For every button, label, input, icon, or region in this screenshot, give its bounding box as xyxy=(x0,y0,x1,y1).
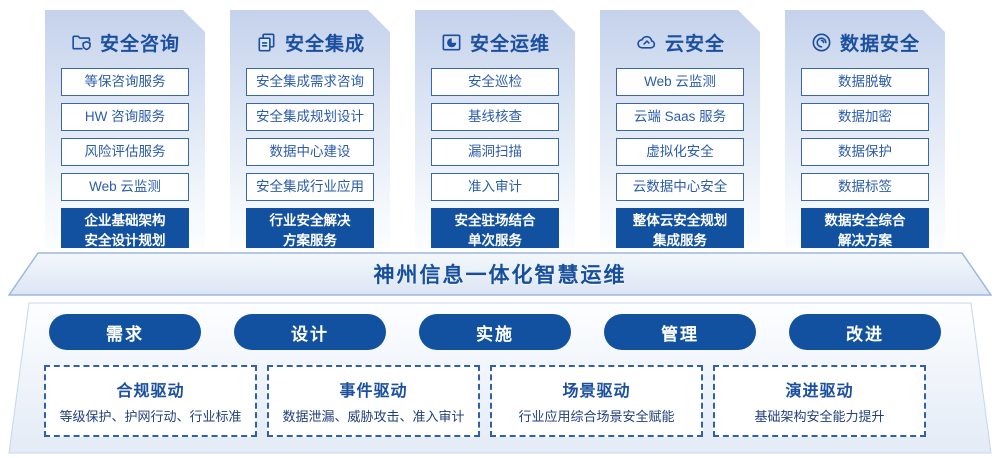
pillar-title: 安全运维 xyxy=(469,33,550,55)
platform-banner: 神州信息一体化智慧运维 xyxy=(7,252,993,296)
pillar-title: 数据安全 xyxy=(839,33,920,55)
driver-desc: 行业应用综合场景安全赋能 xyxy=(518,409,675,424)
driver-desc: 基础架构安全能力提升 xyxy=(754,409,885,424)
service-item: HW 咨询服务 xyxy=(61,103,189,131)
pillar-footer-line: 安全驻场结合 xyxy=(454,213,536,229)
pillar-footer-line: 单次服务 xyxy=(468,233,522,248)
pillar-footer: 企业基础架构 安全设计规划 xyxy=(61,208,189,254)
phase-pill-manage: 管理 xyxy=(604,314,756,350)
phase-pill-design: 设计 xyxy=(234,314,386,350)
phase-pill-implement: 实施 xyxy=(419,314,571,350)
driver-compliance: 合规驱动 等级保护、护网行动、行业标准 xyxy=(44,365,257,437)
phase-pill-requirement: 需求 xyxy=(49,314,201,350)
service-item: 基线核查 xyxy=(431,103,559,131)
service-item: 数据中心建设 xyxy=(246,138,374,166)
platform-banner-title: 神州信息一体化智慧运维 xyxy=(373,264,627,287)
service-item: 云数据中心安全 xyxy=(616,173,744,201)
pillar-security-integration: 安全集成 安全集成需求咨询 安全集成规划设计 数据中心建设 安全集成行业应用 行… xyxy=(230,10,390,248)
folder-chart-icon xyxy=(440,31,463,54)
pillar-footer-line: 方案服务 xyxy=(283,233,337,248)
document-copy-icon xyxy=(255,31,278,54)
pillar-security-consulting: 安全咨询 等保咨询服务 HW 咨询服务 风险评估服务 Web 云监测 企业基础架… xyxy=(45,10,205,248)
service-item: 准入审计 xyxy=(431,173,559,201)
service-item: 安全集成行业应用 xyxy=(246,173,374,201)
driver-desc: 等级保护、护网行动、行业标准 xyxy=(59,409,242,424)
service-item: 数据脱敏 xyxy=(801,68,929,96)
driver-scenario: 场景驱动 行业应用综合场景安全赋能 xyxy=(490,365,703,437)
pillar-footer-line: 行业安全解决 xyxy=(269,213,351,229)
service-item: 数据加密 xyxy=(801,103,929,131)
banner-trapezoid-shape xyxy=(7,252,993,296)
pillar-footer-line: 集成服务 xyxy=(653,233,707,248)
driver-evolution: 演进驱动 基础架构安全能力提升 xyxy=(713,365,926,437)
pillar-footer: 整体云安全规划 集成服务 xyxy=(616,208,744,254)
pillar-footer-line: 企业基础架构 xyxy=(84,213,166,229)
pillar-footer-line: 整体云安全规划 xyxy=(632,213,728,229)
pillar-security-operations: 安全运维 安全巡检 基线核查 漏洞扫描 准入审计 安全驻场结合 单次服务 xyxy=(415,10,575,248)
pillar-header: 安全运维 xyxy=(415,27,575,57)
pillar-header: 安全咨询 xyxy=(45,27,205,57)
pillar-footer: 数据安全综合 解决方案 xyxy=(801,208,929,254)
service-item: 虚拟化安全 xyxy=(616,138,744,166)
pillar-cloud-security: 云安全 Web 云监测 云端 Saas 服务 虚拟化安全 云数据中心安全 整体云… xyxy=(600,10,760,248)
service-item: 云端 Saas 服务 xyxy=(616,103,744,131)
pillar-title: 安全咨询 xyxy=(99,33,180,55)
service-item: 数据保护 xyxy=(801,138,929,166)
fingerprint-icon xyxy=(810,31,833,54)
cloud-icon xyxy=(635,31,658,54)
pillar-items: Web 云监测 云端 Saas 服务 虚拟化安全 云数据中心安全 xyxy=(616,68,744,201)
service-item: 漏洞扫描 xyxy=(431,138,559,166)
driver-incident: 事件驱动 数据泄漏、威胁攻击、准入审计 xyxy=(267,365,480,437)
pillar-header: 云安全 xyxy=(600,27,760,57)
service-item: 安全巡检 xyxy=(431,68,559,96)
driver-desc: 数据泄漏、威胁攻击、准入审计 xyxy=(282,409,465,424)
pillar-title: 云安全 xyxy=(664,33,725,55)
driver-title: 事件驱动 xyxy=(339,383,408,400)
pillar-items: 安全巡检 基线核查 漏洞扫描 准入审计 xyxy=(431,68,559,201)
pillar-header: 安全集成 xyxy=(230,27,390,57)
service-item: 等保咨询服务 xyxy=(61,68,189,96)
service-item: Web 云监测 xyxy=(61,173,189,201)
service-item: Web 云监测 xyxy=(616,68,744,96)
pillar-footer-line: 解决方案 xyxy=(838,233,892,248)
pillar-footer-line: 安全设计规划 xyxy=(84,233,166,248)
service-item: 安全集成需求咨询 xyxy=(246,68,374,96)
pillar-items: 等保咨询服务 HW 咨询服务 风险评估服务 Web 云监测 xyxy=(61,68,189,201)
folder-shield-icon xyxy=(70,31,93,54)
pillar-footer: 安全驻场结合 单次服务 xyxy=(431,208,559,254)
pillar-items: 安全集成需求咨询 安全集成规划设计 数据中心建设 安全集成行业应用 xyxy=(246,68,374,201)
pillar-footer-line: 数据安全综合 xyxy=(824,213,906,229)
service-item: 数据标签 xyxy=(801,173,929,201)
service-item: 风险评估服务 xyxy=(61,138,189,166)
service-item: 安全集成规划设计 xyxy=(246,103,374,131)
pillar-footer: 行业安全解决 方案服务 xyxy=(246,208,374,254)
phase-pill-improve: 改进 xyxy=(789,314,941,350)
pillar-items: 数据脱敏 数据加密 数据保护 数据标签 xyxy=(801,68,929,201)
driver-title: 合规驱动 xyxy=(116,383,185,400)
driver-title: 场景驱动 xyxy=(562,383,631,400)
pillar-data-security: 数据安全 数据脱敏 数据加密 数据保护 数据标签 数据安全综合 解决方案 xyxy=(785,10,945,248)
driver-title: 演进驱动 xyxy=(785,383,854,400)
pillar-header: 数据安全 xyxy=(785,27,945,57)
pillar-title: 安全集成 xyxy=(284,33,365,55)
